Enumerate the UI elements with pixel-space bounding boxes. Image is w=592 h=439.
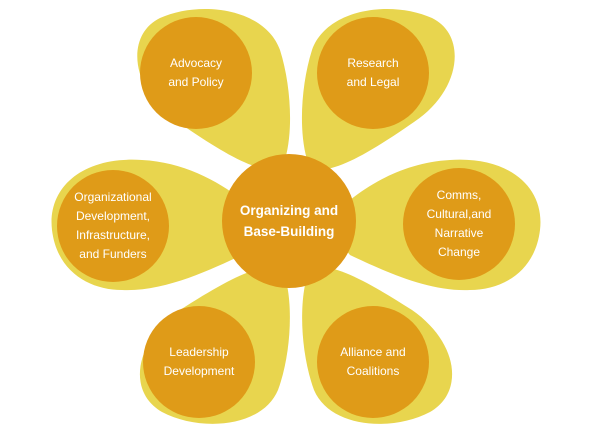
petal-label-alliance-line: Alliance and bbox=[340, 345, 406, 359]
petal-label-advocacy-line: Advocacy bbox=[169, 56, 223, 70]
center-label-line: Organizing and bbox=[239, 203, 339, 218]
petal-label-leadership-line: Leadership bbox=[169, 345, 229, 359]
petal-label-organizational-line: and Funders bbox=[79, 247, 147, 261]
circle-alliance bbox=[317, 306, 429, 418]
circle-advocacy bbox=[140, 17, 252, 129]
petal-label-advocacy-line: and Policy bbox=[168, 75, 224, 89]
petal-label-comms-line: Narrative bbox=[434, 226, 484, 240]
petal-label-research: Research and Legal bbox=[318, 17, 428, 129]
circle-organizational bbox=[57, 170, 169, 282]
petal-label-research-line: and Legal bbox=[346, 75, 400, 89]
petal-label-advocacy: Advocacy and Policy bbox=[141, 17, 251, 129]
petal-label-organizational-line: Development, bbox=[75, 209, 151, 223]
petal-label-research-text: Research and Legal bbox=[347, 54, 400, 92]
circle-leadership bbox=[143, 306, 255, 418]
circles-layer bbox=[57, 17, 515, 418]
center-circle bbox=[222, 154, 356, 288]
circle-comms bbox=[403, 168, 515, 280]
petal-label-comms-line: Change bbox=[437, 245, 481, 259]
petal-label-leadership-line: Development bbox=[163, 364, 235, 378]
petal-label-comms-line: Comms, bbox=[436, 188, 482, 202]
petal-label-alliance-line: Coalitions bbox=[346, 364, 400, 378]
circle-research bbox=[317, 17, 429, 129]
petal-label-advocacy-text: Advocacy and Policy bbox=[168, 54, 223, 92]
petal-label-research-line: Research bbox=[347, 56, 399, 70]
petal-label-organizational-line: Organizational bbox=[74, 190, 152, 204]
center-label-line: Base-Building bbox=[243, 224, 335, 239]
petal-label-organizational-line: Infrastructure, bbox=[75, 228, 150, 242]
petal-label-comms-line: Cultural,and bbox=[426, 207, 492, 221]
